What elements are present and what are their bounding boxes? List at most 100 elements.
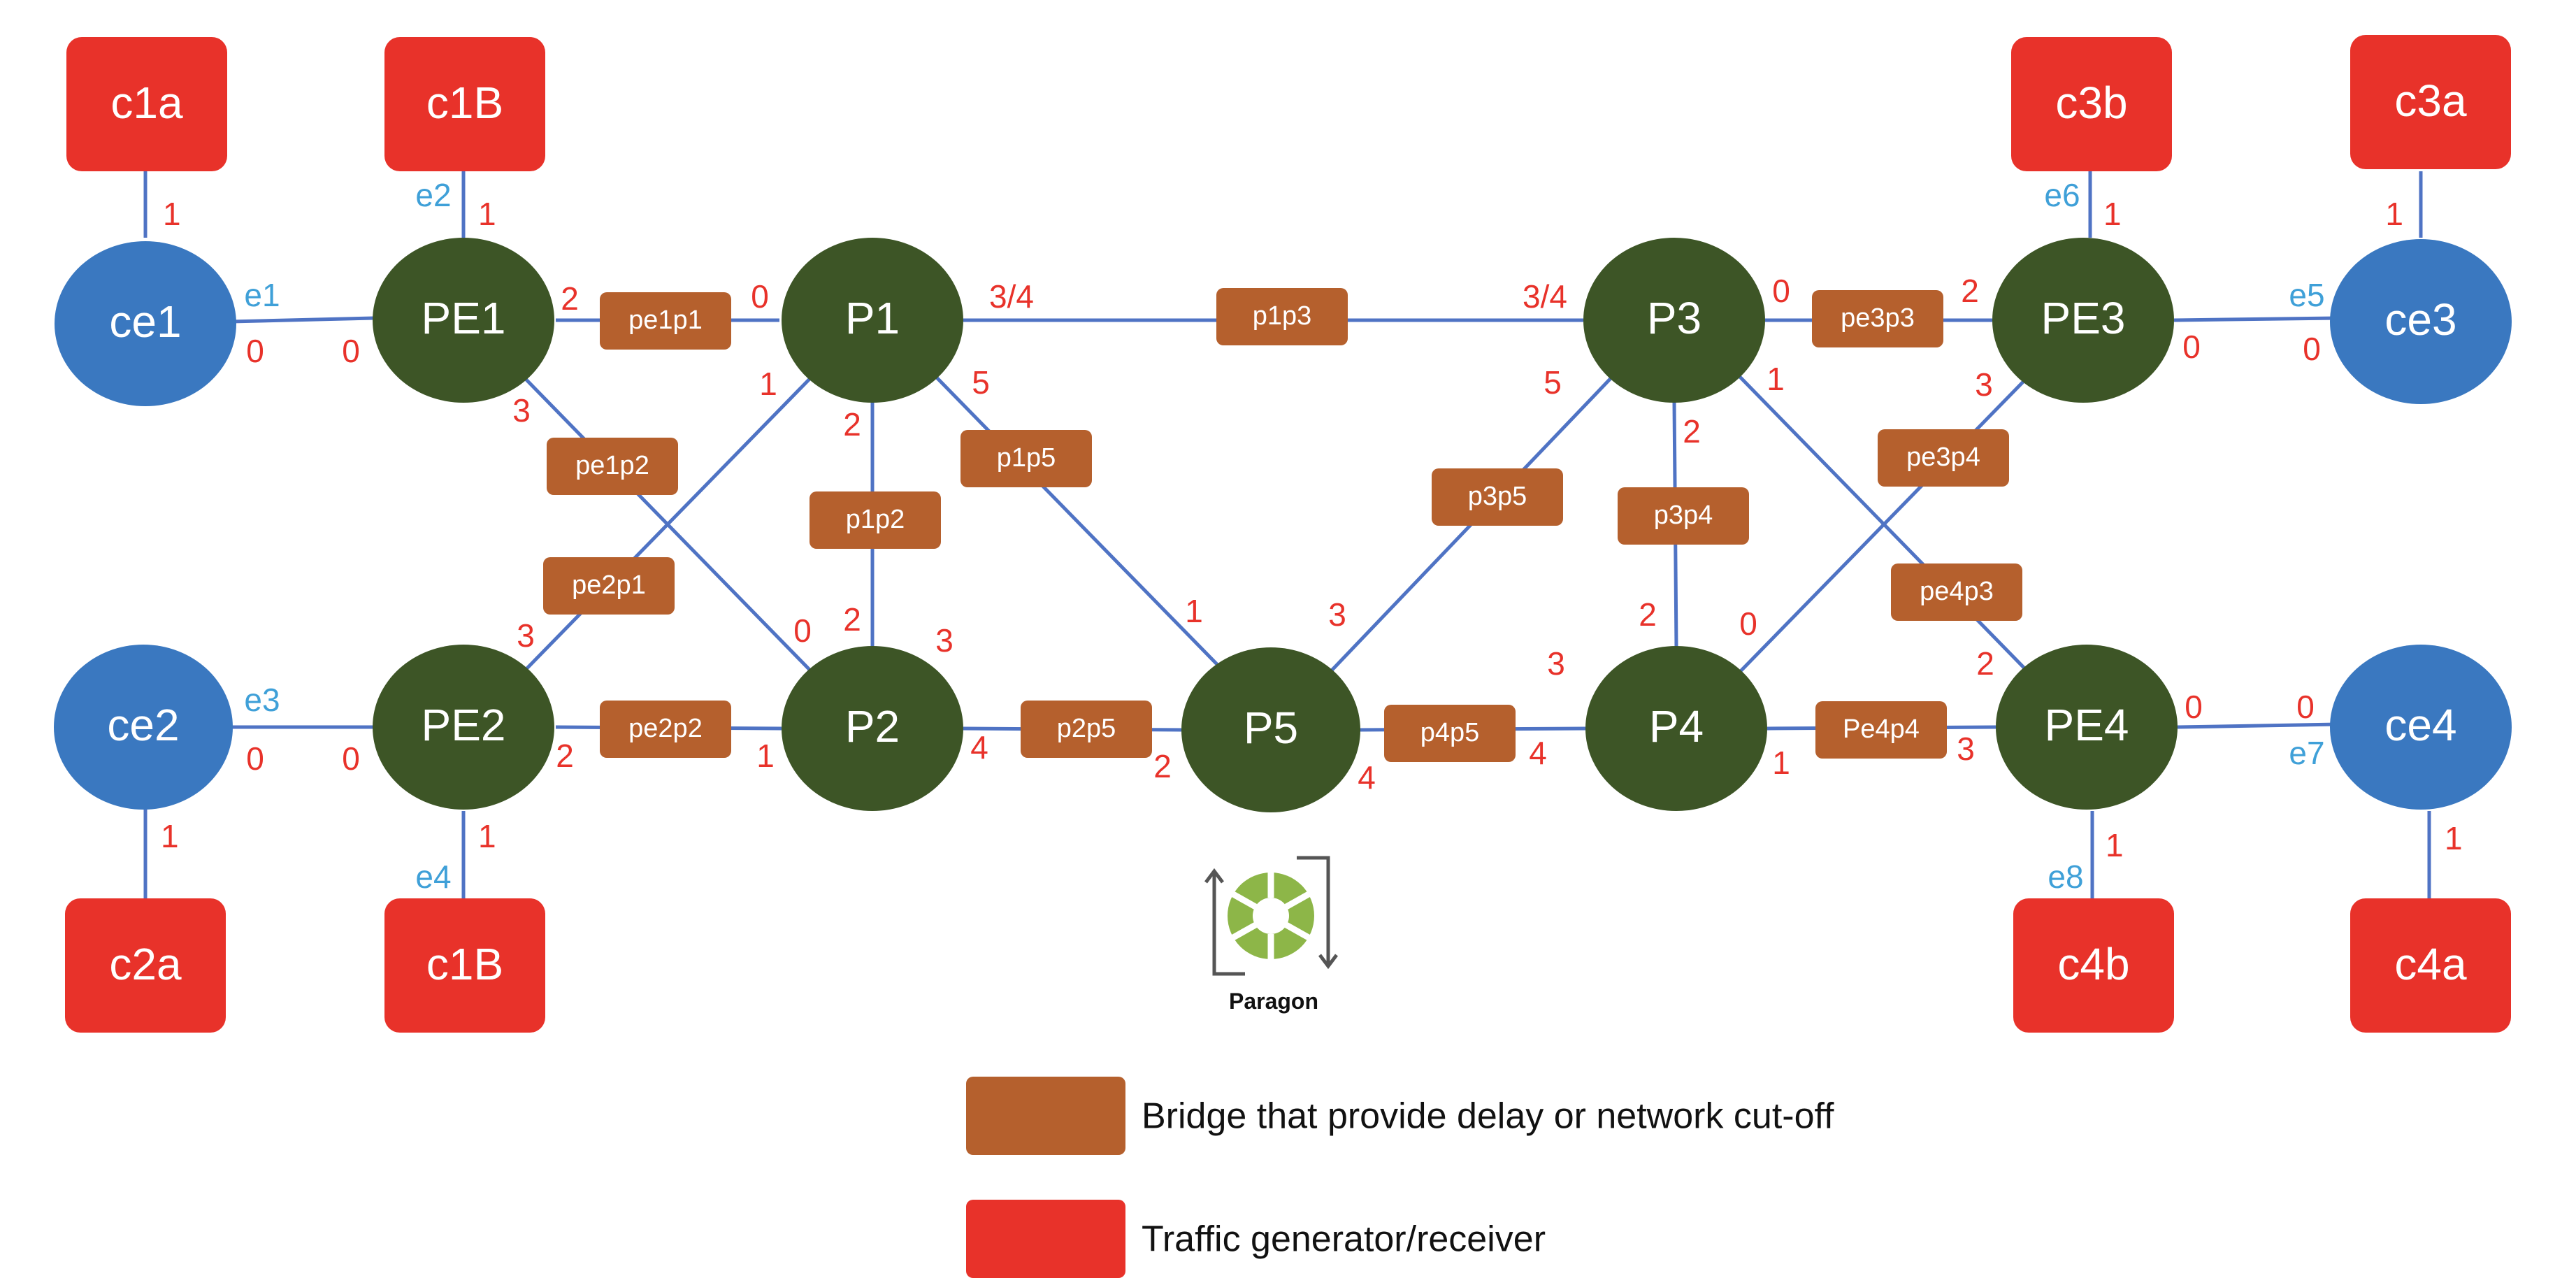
port-label: 0 [751, 278, 769, 315]
port-labels: 1 1 1 1 0 0 2 0 3/4 3/4 0 2 0 0 3 1 2 5 … [161, 196, 2463, 863]
p3-label: P3 [1647, 293, 1701, 343]
port-label: 3 [517, 617, 535, 654]
router-p1: P1 [782, 238, 963, 403]
p4-label: P4 [1649, 701, 1704, 752]
link-pe3-ce3 [2173, 316, 2339, 322]
wheel-icon [1228, 873, 1314, 959]
eth-label-e2: e2 [415, 177, 451, 213]
port-label: 1 [759, 366, 777, 402]
bridge-p2p5-label: p2p5 [1057, 714, 1116, 743]
c4a-label: c4a [2394, 939, 2467, 989]
eth-label-e4: e4 [415, 859, 451, 895]
links [143, 171, 2431, 898]
c1b-bottom-label: c1B [426, 939, 503, 989]
ce-nodes: ce1 ce2 ce3 ce4 [54, 239, 2512, 810]
port-label: 3 [1547, 645, 1565, 682]
bridge-p1p2: p1p2 [810, 491, 941, 549]
bridge-pe1p2-label: pe1p2 [575, 451, 649, 480]
pe1-label: PE1 [422, 293, 506, 343]
traffic-generator-c2a: c2a [65, 898, 226, 1033]
legend-item-traffic: Traffic generator/receiver [966, 1200, 1546, 1278]
port-label: 2 [1153, 748, 1172, 784]
routers: PE1 P1 P3 PE3 PE2 P2 P5 P4 [373, 238, 2178, 812]
paragon-label: Paragon [1229, 989, 1318, 1014]
router-p3: P3 [1583, 238, 1765, 403]
port-label: 0 [246, 740, 264, 777]
traffic-generator-c4b: c4b [2013, 898, 2174, 1033]
port-label: 1 [2106, 827, 2124, 863]
bridge-p1p5-label: p1p5 [997, 443, 1056, 473]
bridge-pe3p3-label: pe3p3 [1841, 303, 1915, 333]
bridge-pe3p4: pe3p4 [1878, 429, 2009, 487]
port-label: 0 [342, 333, 360, 369]
link-pe4-ce4 [2177, 722, 2339, 729]
port-label: 0 [2182, 329, 2201, 365]
port-label: 1 [478, 818, 496, 854]
port-label: 1 [1185, 593, 1203, 629]
pe2-label: PE2 [422, 700, 506, 750]
traffic-generator-c3a: c3a [2350, 35, 2511, 169]
port-label: 0 [1772, 273, 1790, 309]
eth-label-e6: e6 [2044, 177, 2080, 213]
bridge-pe4p3: pe4p3 [1891, 563, 2022, 621]
port-label: 3 [1975, 366, 1993, 403]
pe3-label: PE3 [2041, 293, 2126, 343]
traffic-generator-c1b-bottom: c1B [384, 898, 545, 1033]
port-label: 0 [246, 333, 264, 369]
port-label: 0 [793, 612, 812, 649]
bridge-p2p5: p2p5 [1021, 701, 1152, 758]
bridge-pe1p2: pe1p2 [547, 438, 678, 495]
bridge-pe4p4-label: Pe4p4 [1843, 715, 1920, 744]
refresh-arrows-icon [1204, 856, 1338, 976]
port-label: 2 [843, 406, 861, 443]
ce-node-ce2: ce2 [54, 645, 233, 810]
legend: Bridge that provide delay or network cut… [966, 1077, 1834, 1278]
legend-label-bridge: Bridge that provide delay or network cut… [1142, 1096, 1834, 1137]
port-label: 3 [1328, 596, 1346, 633]
ce-node-ce1: ce1 [55, 241, 236, 406]
bridge-p3p4: p3p4 [1618, 487, 1749, 545]
link-ce1-pe1 [230, 316, 375, 324]
port-label: 3/4 [1523, 278, 1567, 315]
router-p5: P5 [1181, 647, 1360, 812]
link-pe3-p4 [1736, 373, 2032, 676]
bridge-pe2p2-label: pe2p2 [628, 714, 703, 743]
c3a-label: c3a [2394, 76, 2467, 126]
bridge-p1p5: p1p5 [960, 430, 1092, 487]
port-label: 1 [2385, 196, 2403, 232]
bridges: pe1p1 p1p3 pe3p3 pe1p2 p1p2 p1p5 p3p5 p [543, 288, 2022, 762]
bridge-pe3p4-label: pe3p4 [1906, 443, 1980, 472]
p2-label: P2 [845, 701, 900, 752]
port-label: 0 [2303, 331, 2321, 367]
bridge-p3p5-label: p3p5 [1468, 482, 1527, 511]
c2a-label: c2a [109, 939, 182, 989]
eth-label-e7: e7 [2289, 735, 2324, 771]
router-p2: P2 [782, 646, 963, 811]
link-p1-p5 [932, 373, 1242, 690]
ce4-label: ce4 [2384, 700, 2456, 750]
port-label: 3/4 [989, 278, 1034, 315]
bridge-pe2p1-label: pe2p1 [572, 570, 646, 600]
port-label: 5 [972, 364, 990, 401]
router-pe3: PE3 [1992, 238, 2174, 403]
c3b-label: c3b [2055, 78, 2127, 128]
traffic-generator-c1a: c1a [66, 37, 227, 171]
ce-node-ce3: ce3 [2330, 239, 2512, 404]
router-pe4: PE4 [1996, 645, 2178, 810]
bridge-pe1p1: pe1p1 [600, 292, 731, 350]
port-label: 1 [1766, 361, 1785, 397]
bridge-p3p4-label: p3p4 [1654, 501, 1713, 530]
legend-swatch-bridge [966, 1077, 1125, 1155]
legend-label-traffic: Traffic generator/receiver [1142, 1219, 1546, 1260]
port-label: 2 [1976, 645, 1994, 682]
router-pe2: PE2 [373, 645, 554, 810]
router-p4: P4 [1585, 646, 1767, 811]
eth-labels: e1 e2 e3 e4 e5 e6 e7 e8 [244, 177, 2324, 895]
traffic-generator-c4a: c4a [2350, 898, 2511, 1033]
port-label: 2 [1961, 273, 1979, 309]
port-label: 0 [2296, 689, 2315, 725]
port-label: 2 [1639, 596, 1657, 633]
port-label: 3 [512, 392, 531, 429]
ce3-label: ce3 [2384, 294, 2456, 345]
